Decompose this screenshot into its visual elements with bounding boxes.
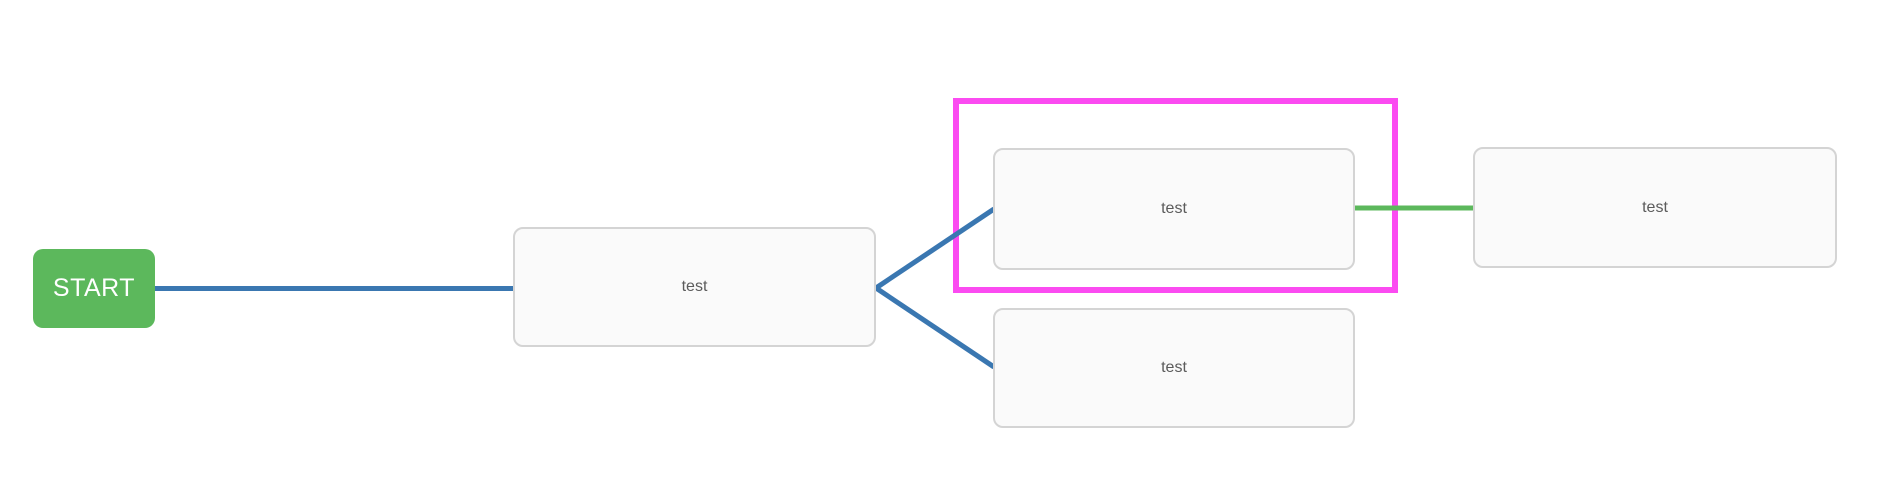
start-node-label: START	[52, 274, 136, 302]
selection-highlight-box	[953, 98, 1398, 293]
flow-node-3[interactable]: test	[993, 308, 1355, 428]
flow-node-1-label: test	[681, 278, 708, 295]
flow-node-3-label: test	[1161, 359, 1187, 376]
start-node[interactable]: START	[33, 249, 155, 328]
flow-node-2-selected[interactable]: test	[993, 148, 1355, 270]
flow-node-2-label: test	[1161, 200, 1187, 217]
edge-node1-to-node3[interactable]	[874, 285, 996, 370]
flow-node-4[interactable]: test	[1473, 147, 1837, 268]
flow-node-1[interactable]: test	[513, 227, 876, 347]
flow-node-4-label: test	[1642, 198, 1668, 216]
